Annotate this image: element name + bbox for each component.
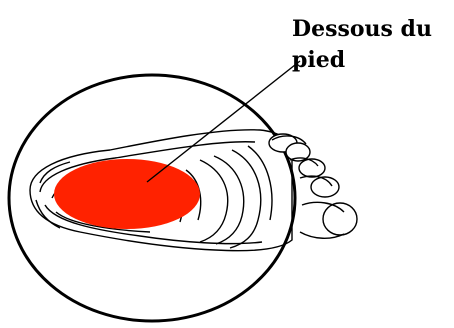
annotation-label: Dessous du pied xyxy=(292,14,452,76)
sole-highlight-area xyxy=(54,159,200,229)
toes xyxy=(269,134,357,238)
annotation-line-2: pied xyxy=(292,45,452,76)
leader-line xyxy=(147,61,300,182)
annotation-line-1: Dessous du xyxy=(292,14,452,45)
